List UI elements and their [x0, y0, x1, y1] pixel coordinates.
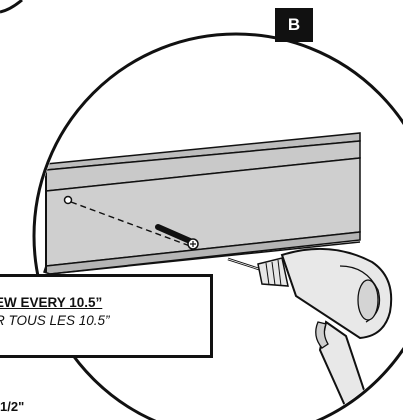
instruction-english: EW EVERY 10.5” [0, 295, 103, 310]
step-badge: B [275, 8, 313, 42]
previous-detail-circle [0, 0, 23, 14]
power-drill-icon [257, 247, 393, 411]
bottom-dimension-note: 1/2" [0, 399, 25, 414]
instruction-french: R TOUS LES 10.5” [0, 313, 110, 328]
instruction-callout: EW EVERY 10.5” R TOUS LES 10.5” [0, 274, 213, 358]
screw-hole [63, 195, 73, 205]
alignment-dashed-line [70, 201, 191, 247]
rail-bottom-flange [43, 231, 361, 275]
screw-icon [155, 224, 199, 250]
